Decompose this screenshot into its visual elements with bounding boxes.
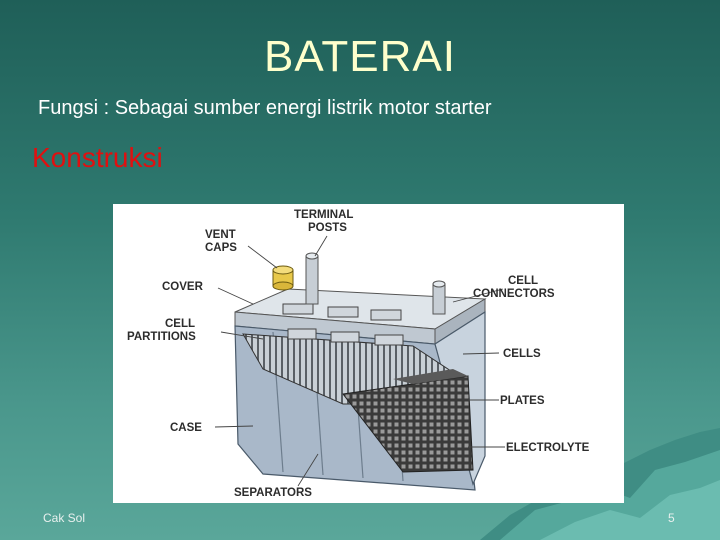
battery-diagram-svg: VENT CAPS TERMINAL POSTS COVER CELL CONN… [127, 209, 590, 499]
label-cell-connectors-1: CELL [508, 275, 538, 287]
label-cell-partitions-1: CELL [165, 318, 195, 330]
plates-cutaway [242, 333, 474, 473]
label-electrolyte: ELECTROLYTE [506, 442, 590, 454]
label-terminal-posts-2: POSTS [308, 222, 347, 234]
section-heading: Konstruksi [32, 142, 163, 173]
label-vent-caps-2: CAPS [205, 242, 237, 254]
footer-author: Cak Sol [43, 511, 86, 525]
label-cell-partitions-2: PARTITIONS [127, 331, 196, 343]
vent-cap [272, 265, 294, 291]
label-separators: SEPARATORS [234, 487, 312, 499]
function-text: Fungsi : Sebagai sumber energi listrik m… [38, 97, 492, 119]
label-vent-caps-1: VENT [205, 229, 236, 241]
label-cover: COVER [162, 281, 204, 293]
label-terminal-posts-1: TERMINAL [294, 209, 353, 221]
slide-title: BATERAI [263, 32, 456, 81]
terminal-posts [305, 252, 446, 315]
label-cells: CELLS [503, 348, 541, 360]
page-number: 5 [668, 511, 675, 525]
diagram-labels: VENT CAPS TERMINAL POSTS COVER CELL CONN… [127, 209, 590, 499]
label-case: CASE [170, 422, 202, 434]
label-cell-connectors-2: CONNECTORS [473, 288, 555, 300]
battery-diagram: VENT CAPS TERMINAL POSTS COVER CELL CONN… [113, 204, 624, 503]
leader-lines [214, 235, 505, 487]
label-plates: PLATES [500, 395, 545, 407]
cell-connectors [282, 303, 404, 346]
